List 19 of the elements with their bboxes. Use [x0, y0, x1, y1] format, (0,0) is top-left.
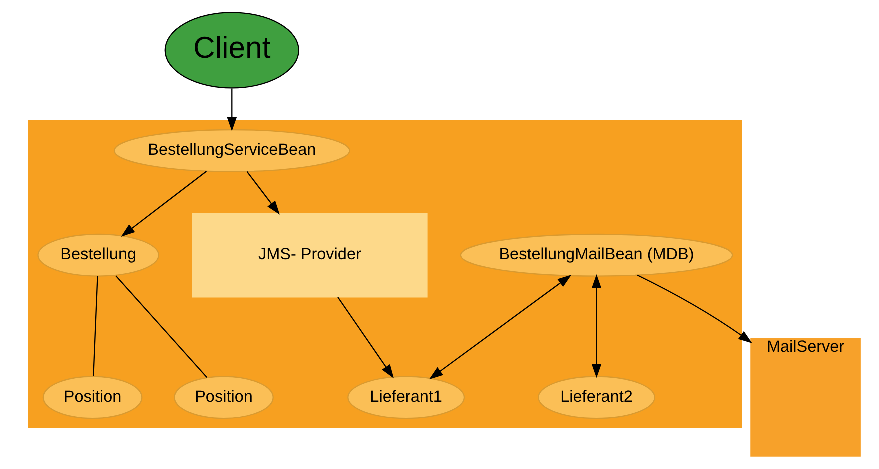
connector [92, 276, 98, 376]
node-ellipse: BestellungServiceBean [113, 129, 350, 172]
node-ellipse: Position [174, 376, 274, 420]
node-ellipse: Lieferant2 [538, 376, 655, 420]
node-box: JMS- Provider [192, 213, 428, 298]
arrow [226, 88, 237, 132]
arrow [591, 274, 602, 378]
node-ellipse: Client [164, 12, 299, 89]
node-ellipse: Position [42, 376, 142, 420]
arrow [337, 297, 394, 379]
node-ellipse: BestellungMailBean (MDB) [460, 234, 733, 277]
node-ellipse: Lieferant1 [347, 376, 465, 420]
connector [115, 276, 208, 378]
node-box: MailServer [750, 338, 860, 457]
arrow [120, 171, 207, 237]
arrow [246, 171, 280, 215]
arrow [636, 274, 752, 344]
arrow [428, 274, 572, 380]
node-ellipse: Bestellung [37, 234, 160, 277]
